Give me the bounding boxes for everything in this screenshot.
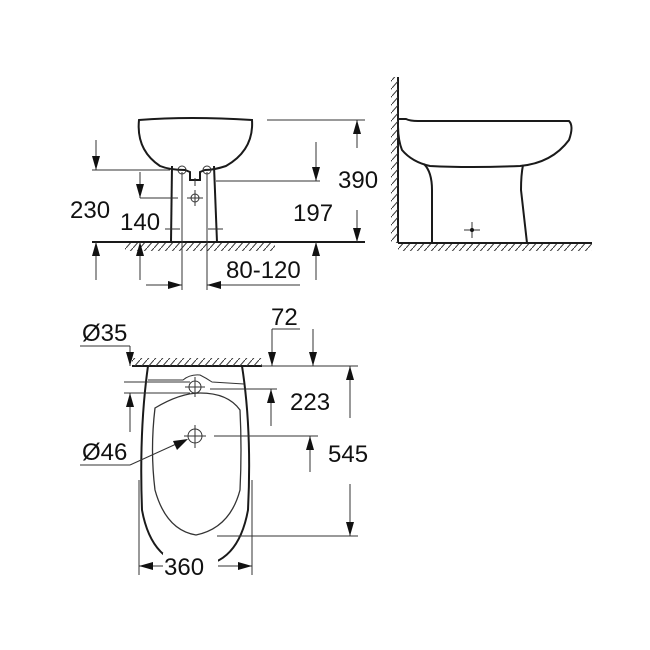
dim-230: 230: [70, 197, 110, 224]
dim-d35: Ø35: [82, 320, 127, 347]
side-wall-hatch: [391, 77, 398, 243]
pedestal-left-edge: [170, 165, 173, 243]
side-fixing-point-icon: [470, 228, 474, 232]
side-view: [391, 77, 592, 251]
tap-deck: [148, 374, 245, 385]
side-pedestal-front: [519, 164, 528, 244]
dim-545: 545: [328, 441, 368, 468]
dim-360: 360: [164, 554, 204, 581]
dim-197: 197: [293, 200, 333, 227]
dim-140: 140: [120, 209, 160, 236]
top-bowl-inner: [151, 392, 242, 536]
top-view: Ø35 72 223 Ø46 545 3: [80, 304, 368, 581]
dim-390: 390: [338, 167, 378, 194]
side-floor-hatch: [398, 244, 592, 251]
dim-72: 72: [271, 304, 298, 331]
dim-223: 223: [290, 389, 330, 416]
pedestal-right-edge: [213, 165, 218, 243]
front-floor-hatch: [125, 243, 275, 251]
side-bowl-outline: [397, 118, 573, 168]
side-pedestal-back: [423, 163, 433, 243]
dim-d46: Ø46: [82, 439, 127, 466]
front-bowl-outline: [137, 117, 254, 181]
dim-80-120: 80-120: [226, 257, 301, 284]
front-view: 230 140 80-120 197 390: [70, 117, 378, 290]
top-wall-hatch: [132, 358, 262, 366]
